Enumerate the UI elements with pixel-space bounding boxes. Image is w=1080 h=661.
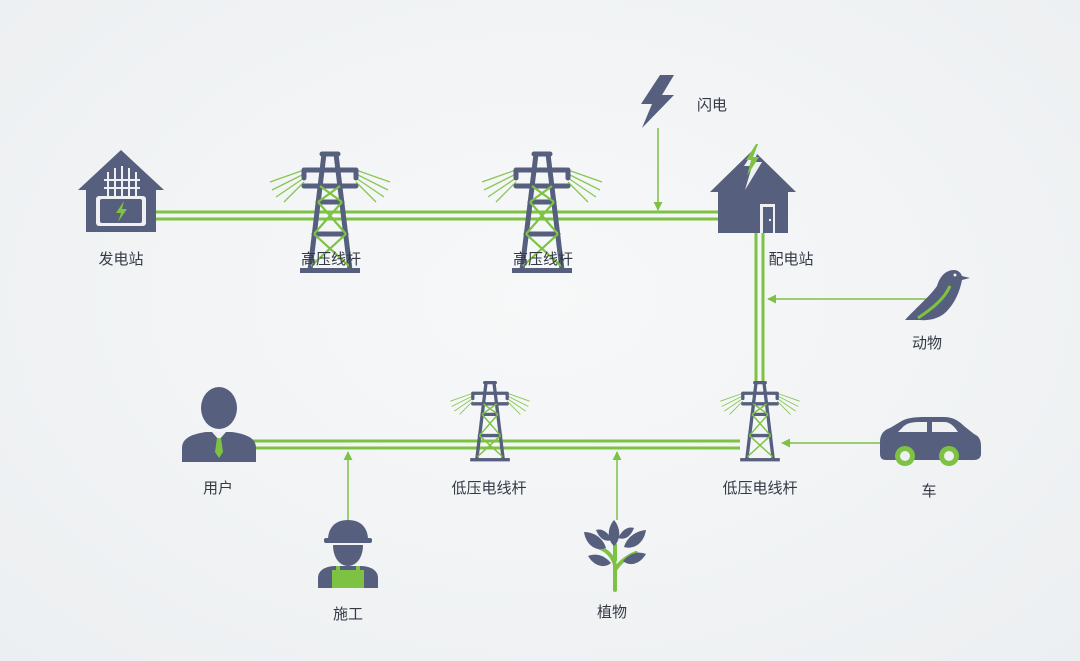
hv-tower-1-label: 高压线杆 <box>300 250 362 268</box>
lightning-icon <box>641 75 674 128</box>
lv-tower-right-icon <box>720 383 799 462</box>
user-label: 用户 <box>202 479 234 497</box>
animal-label: 动物 <box>911 334 943 352</box>
tree-icon <box>584 520 646 592</box>
construction-label: 施工 <box>332 605 364 623</box>
user-icon <box>182 387 256 462</box>
hazard-arrows <box>343 128 932 520</box>
power-plant-icon <box>78 150 164 232</box>
car-icon <box>880 417 981 466</box>
lv-tower-left-icon <box>450 383 529 462</box>
hv-tower-2-label: 高压线杆 <box>512 250 574 268</box>
vehicle-label: 车 <box>921 482 937 500</box>
substation-label: 配电站 <box>768 250 814 268</box>
worker-icon <box>318 520 378 588</box>
bird-icon <box>905 270 970 321</box>
lv-tower-left-label: 低压电线杆 <box>451 479 527 497</box>
power-plant-label: 发电站 <box>98 250 144 268</box>
plant-label: 植物 <box>596 603 628 621</box>
power-lines <box>156 210 765 450</box>
lv-tower-right-label: 低压电线杆 <box>722 479 798 497</box>
lightning-label: 闪电 <box>697 96 728 114</box>
substation-icon <box>710 144 796 233</box>
